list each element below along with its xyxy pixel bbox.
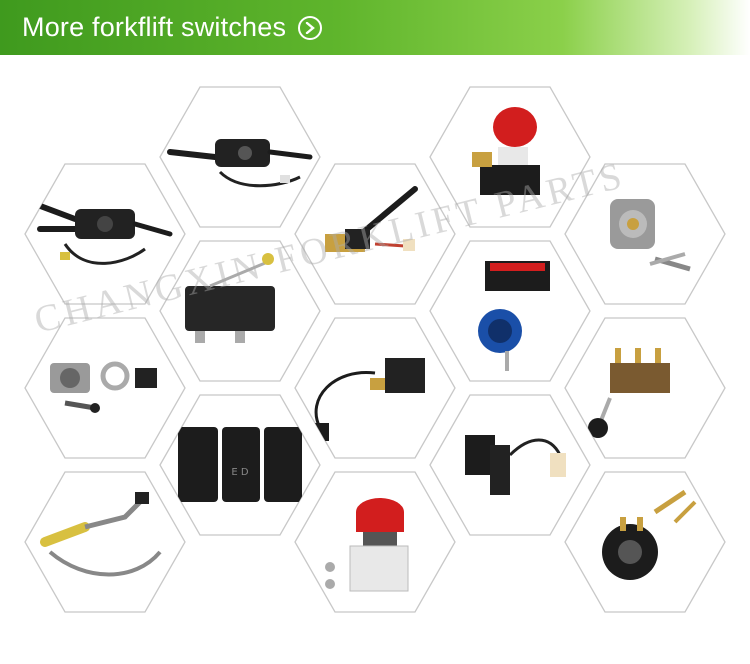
hex-tile-direction-lever-switch[interactable] <box>294 163 456 305</box>
micro-switch-harness <box>314 358 425 441</box>
hex-tile-micro-switch-harness[interactable] <box>294 317 456 459</box>
hex-tile-ignition-key-switch[interactable] <box>24 317 186 459</box>
chevron-right-circle-icon[interactable] <box>298 15 323 40</box>
proximity-sensor <box>40 492 162 577</box>
header-banner: More forkflift switches <box>0 0 750 55</box>
combination-switch-left <box>32 201 173 265</box>
ignition-switch-kit <box>610 199 691 272</box>
direction-lever-switch <box>325 186 418 252</box>
hex-tile-emergency-stop-button[interactable] <box>429 86 591 228</box>
seat-switch-harness <box>465 435 566 495</box>
ignition-key-switch <box>50 361 157 413</box>
hex-tile-seat-switch-harness[interactable] <box>429 394 591 536</box>
hex-tile-micro-switch-roller[interactable] <box>159 240 321 382</box>
banner-title: More forkflift switches <box>22 12 287 42</box>
hex-tile-ignition-switch-kit[interactable] <box>564 163 726 305</box>
hex-tile-combination-switch-top[interactable] <box>159 86 321 228</box>
hex-tile-rocker-switch-panel[interactable]: E D <box>159 394 321 536</box>
hex-tile-illuminated-push-button[interactable] <box>429 240 591 382</box>
rocker-switch-panel: E D <box>178 427 302 502</box>
hex-tile-proximity-sensor[interactable] <box>24 471 186 613</box>
illuminated-push-button <box>478 261 550 371</box>
combination-switch-top <box>167 139 313 188</box>
key-switch-round <box>602 489 697 580</box>
hex-tile-key-switch-round[interactable] <box>564 471 726 613</box>
hex-tile-pull-switch[interactable] <box>564 317 726 459</box>
emergency-stop-button <box>472 107 540 195</box>
micro-switch-roller <box>185 253 275 343</box>
hex-tile-combination-switch-left[interactable] <box>24 163 186 305</box>
hex-tile-emergency-disconnect-switch[interactable] <box>294 471 456 613</box>
svg-text:E D: E D <box>231 467 248 478</box>
pull-switch <box>588 348 670 438</box>
emergency-disconnect-switch <box>325 498 409 592</box>
